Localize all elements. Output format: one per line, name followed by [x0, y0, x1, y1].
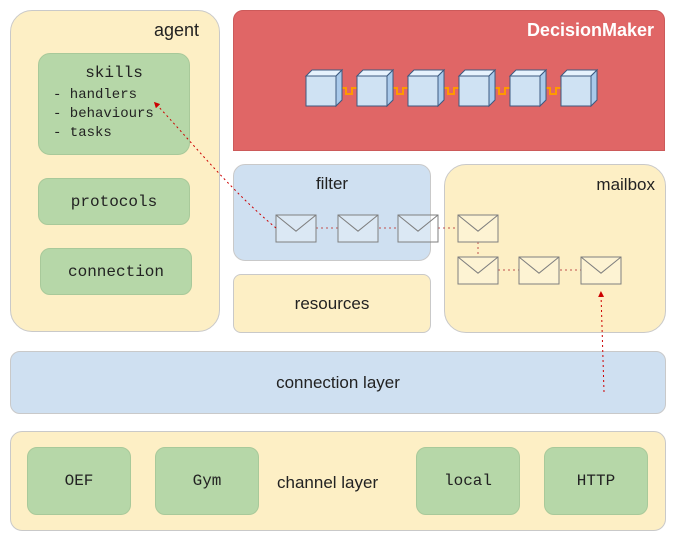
- skills-item-behaviours: - behaviours: [53, 106, 154, 122]
- skills-box[interactable]: skills - handlers - behaviours - tasks: [38, 53, 190, 155]
- chain-link: [342, 87, 357, 95]
- chain-link: [495, 87, 510, 95]
- cube-icon: [355, 68, 395, 108]
- arrow-to-mailbox: [598, 291, 605, 393]
- connection-box[interactable]: connection: [40, 248, 192, 295]
- skills-title: skills: [85, 64, 143, 82]
- chain-link: [393, 87, 408, 95]
- resources-title: resources: [294, 293, 370, 313]
- chain-link: [444, 87, 459, 95]
- protocols-label: protocols: [70, 192, 158, 211]
- connection-layer: connection layer: [10, 351, 666, 414]
- channel-layer-title: channel layer: [277, 473, 379, 492]
- agent-title: agent: [153, 20, 199, 40]
- envelope-icon: [457, 256, 499, 285]
- envelope-icon: [337, 214, 379, 243]
- protocols-box[interactable]: protocols: [38, 178, 190, 225]
- channel-http-label: HTTP: [576, 472, 616, 490]
- channel-gym-label: Gym: [192, 472, 222, 490]
- connection-layer-title: connection layer: [276, 372, 400, 392]
- channel-oef-label: OEF: [64, 472, 94, 490]
- skills-item-tasks: - tasks: [53, 125, 112, 141]
- messages: [275, 214, 622, 285]
- envelope-icon: [518, 256, 560, 285]
- filter-title: filter: [315, 174, 349, 193]
- cube-icon: [304, 68, 344, 108]
- channel-gym[interactable]: Gym: [155, 447, 259, 515]
- mailbox-title: mailbox: [596, 175, 655, 194]
- mailbox-panel: mailbox: [444, 164, 666, 333]
- resources-panel: resources: [233, 274, 431, 333]
- channel-http[interactable]: HTTP: [544, 447, 648, 515]
- filter-panel: filter: [233, 164, 431, 261]
- message-connectors: [316, 227, 581, 271]
- channel-local-label: local: [443, 472, 492, 490]
- envelope-icon: [397, 214, 439, 243]
- cube-icon: [406, 68, 446, 108]
- cube-icon: [508, 68, 548, 108]
- envelope-icon: [457, 214, 499, 243]
- envelope-icon: [275, 214, 317, 243]
- channel-oef[interactable]: OEF: [27, 447, 131, 515]
- decision-maker-title: DecisionMaker: [526, 20, 654, 40]
- skills-item-handlers: - handlers: [53, 87, 138, 103]
- envelope-icon: [580, 256, 622, 285]
- connection-label: connection: [67, 262, 164, 281]
- cube-icon: [559, 68, 599, 108]
- decision-maker-cubes: [304, 68, 599, 108]
- arrow-to-skills: [153, 101, 277, 229]
- channel-local[interactable]: local: [416, 447, 520, 515]
- cube-chain: [342, 87, 561, 95]
- cube-icon: [457, 68, 497, 108]
- chain-link: [546, 87, 561, 95]
